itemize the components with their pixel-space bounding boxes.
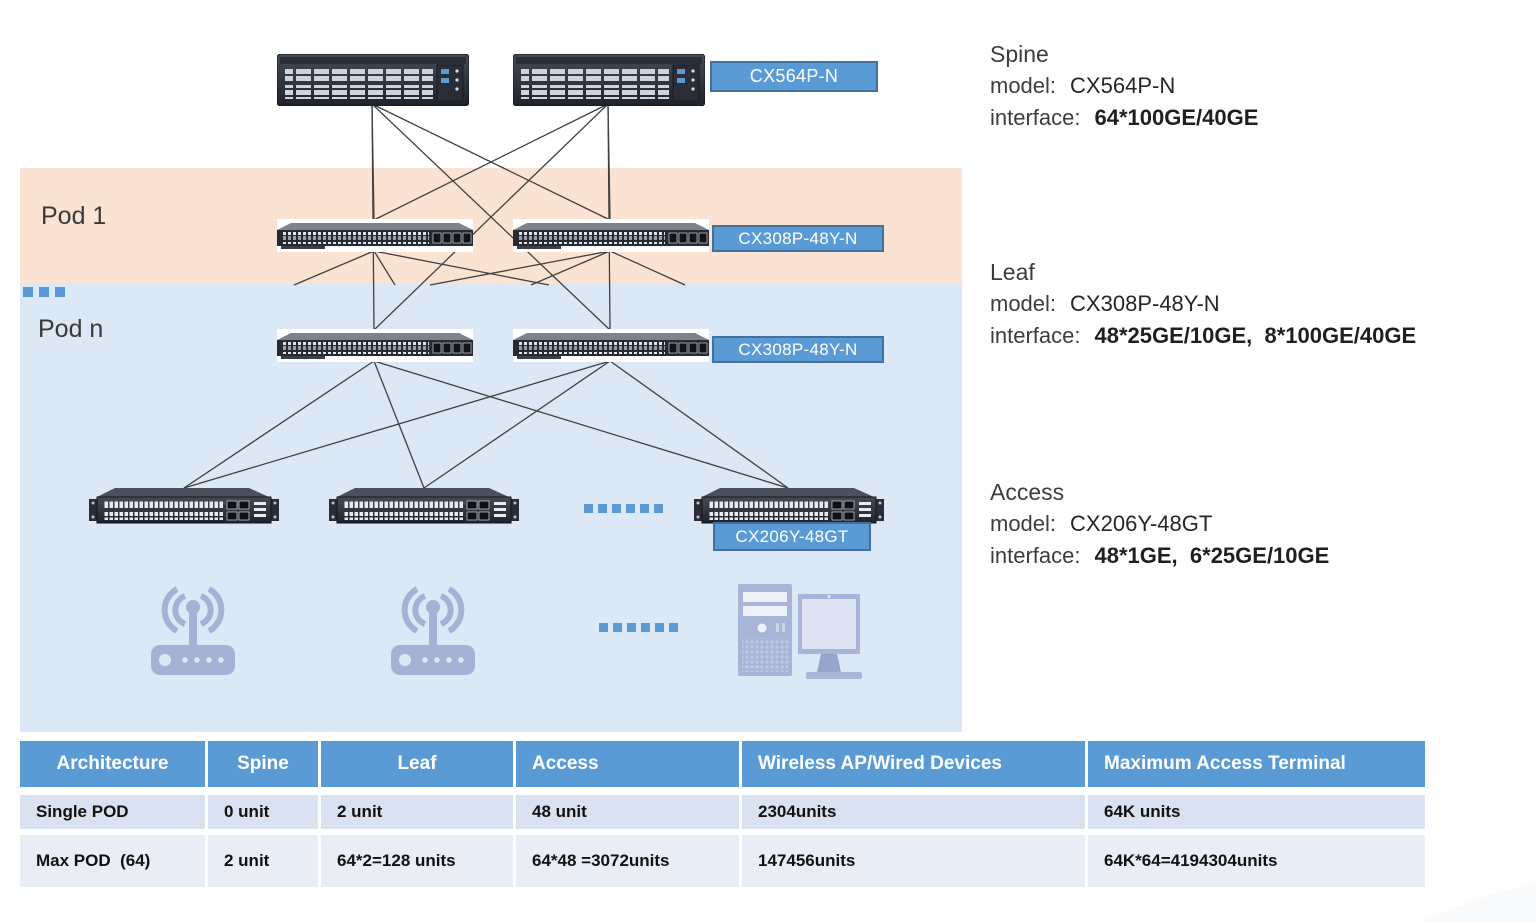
table-cell: 48 unit xyxy=(516,795,739,829)
table-cell: 147456units xyxy=(742,835,1085,887)
leaf-pod1-model-badge: CX308P-48Y-N xyxy=(712,225,884,252)
podn-label: Pod n xyxy=(38,315,104,343)
model-value: CX308P-48Y-N xyxy=(1070,291,1220,316)
table-cell: 2 unit xyxy=(208,835,318,887)
column-header: Leaf xyxy=(321,741,513,787)
pod1-label: Pod 1 xyxy=(41,202,107,230)
leaf-switch-podn-1 xyxy=(277,329,473,362)
access-info-block: Access model: CX206Y-48GT interface: 48*1G… xyxy=(990,476,1535,572)
interface-label: interface: xyxy=(990,543,1081,568)
column-header: Maximum Access Terminal xyxy=(1088,741,1425,787)
model-label: model: xyxy=(990,291,1057,316)
spine-title: Spine xyxy=(990,41,1049,67)
interface-value: 48*1GE, 6*25GE/10GE xyxy=(1094,543,1330,568)
table-cell: Max POD (64) xyxy=(20,835,205,887)
leaf-podn-model-badge: CX308P-48Y-N xyxy=(712,336,884,363)
interface-value: 64*100GE/40GE xyxy=(1094,105,1259,130)
column-header: Access xyxy=(516,741,739,787)
capacity-table: Architecture Spine Leaf Access Wireless … xyxy=(20,741,1425,887)
table-cell: Single POD xyxy=(20,795,205,829)
leaf-switch-pod1-1 xyxy=(277,219,473,252)
model-value: CX206Y-48GT xyxy=(1070,511,1213,536)
leaf-switch-podn-2 xyxy=(513,329,709,362)
interface-value: 48*25GE/10GE, 8*100GE/40GE xyxy=(1094,323,1417,348)
access-switch-2 xyxy=(329,488,519,524)
column-header: Spine xyxy=(208,741,318,787)
table-header-row: Architecture Spine Leaf Access Wireless … xyxy=(20,741,1425,787)
table-row: Max POD (64) 2 unit 64*2=128 units 64*48… xyxy=(20,835,1425,887)
access-switch-1 xyxy=(89,488,279,524)
leaf-switch-pod1-2 xyxy=(513,219,709,252)
table-cell: 2304units xyxy=(742,795,1085,829)
spine-switch-2 xyxy=(513,54,705,106)
wireless-ap-icon xyxy=(391,586,475,675)
ellipsis-dots-icon xyxy=(584,504,663,513)
spine-switch-1 xyxy=(277,54,469,106)
model-label: model: xyxy=(990,511,1057,536)
ellipsis-dots-icon xyxy=(599,623,678,632)
access-model-badge: CX206Y-48GT xyxy=(713,522,871,551)
leaf-title: Leaf xyxy=(990,259,1035,285)
table-cell: 64K units xyxy=(1088,795,1425,829)
leaf-info-block: Leaf model: CX308P-48Y-N interface: 48*25G… xyxy=(990,256,1535,352)
access-switch-3 xyxy=(694,488,884,524)
interface-label: interface: xyxy=(990,105,1081,130)
corner-decoration xyxy=(1421,882,1536,922)
table-cell: 64K*64=4194304units xyxy=(1088,835,1425,887)
interface-label: interface: xyxy=(990,323,1081,348)
model-label: model: xyxy=(990,73,1057,98)
model-value: CX564P-N xyxy=(1070,73,1176,98)
spine-model-badge: CX564P-N xyxy=(710,61,878,92)
column-header: Architecture xyxy=(20,741,205,787)
desktop-pc-icon xyxy=(738,584,862,679)
table-cell: 2 unit xyxy=(321,795,513,829)
spine-info-block: Spine model: CX564P-N interface: 64*100GE/… xyxy=(990,38,1535,134)
wireless-ap-icon xyxy=(151,586,235,675)
table-cell: 64*2=128 units xyxy=(321,835,513,887)
ellipsis-dots-icon xyxy=(23,287,65,297)
table-cell: 64*48 =3072units xyxy=(516,835,739,887)
table-row: Single POD 0 unit 2 unit 48 unit 2304uni… xyxy=(20,795,1425,829)
column-header: Wireless AP/Wired Devices xyxy=(742,741,1085,787)
table-cell: 0 unit xyxy=(208,795,318,829)
access-title: Access xyxy=(990,479,1065,505)
